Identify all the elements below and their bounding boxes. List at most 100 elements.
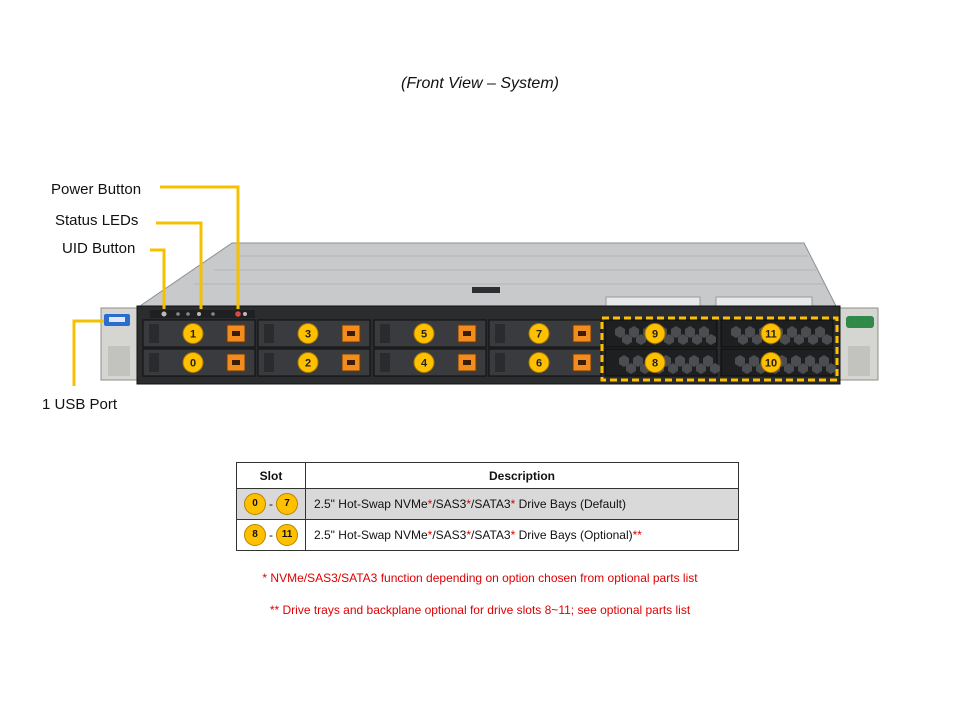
latch-grip xyxy=(232,331,240,336)
power-button-leader xyxy=(160,185,240,309)
usb-port-callout: 1 USB Port xyxy=(42,396,118,413)
vent-hole xyxy=(815,326,825,338)
status-leds-callout: Status LEDs xyxy=(55,212,139,229)
table-row: 8-11 2.5" Hot-Swap NVMe*/SAS3*/SATA3* Dr… xyxy=(236,519,739,551)
tray-handle xyxy=(149,324,159,343)
vent-hole xyxy=(671,326,681,338)
vent-hole xyxy=(615,326,625,338)
optional-bays-outline xyxy=(600,316,839,382)
vent-hole xyxy=(692,334,702,345)
usb-port-leader xyxy=(72,319,104,386)
vent-hole xyxy=(664,334,674,345)
slot-badge: 8 xyxy=(244,524,266,546)
vent-hole xyxy=(742,363,752,374)
vent-hole xyxy=(738,334,748,345)
brand-logo xyxy=(846,316,874,328)
latch-grip xyxy=(578,331,586,336)
vent-hole xyxy=(678,334,688,345)
vent-hole xyxy=(805,355,815,367)
page-title: (Front View – System) xyxy=(401,75,559,92)
description-header: Description xyxy=(305,462,739,489)
tray-handle xyxy=(264,353,274,372)
vent-hole xyxy=(619,355,629,367)
status-leds-leader xyxy=(156,221,203,309)
slot-number-label: 11 xyxy=(765,329,777,341)
vent-hole xyxy=(749,355,759,367)
footnote-1: * NVMe/SAS3/SATA3 function depending on … xyxy=(262,571,698,585)
vent-hole xyxy=(696,363,706,374)
slot-header: Slot xyxy=(236,462,306,489)
slot-number-label: 10 xyxy=(765,358,777,370)
power-button-callout: Power Button xyxy=(51,181,142,198)
vent-hole xyxy=(626,363,636,374)
vent-hole xyxy=(629,326,639,338)
uid-button-callout: UID Button xyxy=(62,240,136,257)
vent-hole xyxy=(622,334,632,345)
slot-number-badge xyxy=(760,323,782,344)
vent-hole xyxy=(682,363,692,374)
vent-hole xyxy=(668,363,678,374)
tray-handle xyxy=(380,353,390,372)
slot-badge: 0 xyxy=(244,493,266,515)
vent-hole xyxy=(685,326,695,338)
slot-badge: 7 xyxy=(276,493,298,515)
status-led xyxy=(186,312,190,316)
slot-number-badge xyxy=(413,352,435,373)
slot-number-badge xyxy=(297,323,319,344)
tray-handle xyxy=(264,324,274,343)
slot-number-badge xyxy=(182,352,204,373)
status-led xyxy=(176,312,180,316)
slot-number-badge xyxy=(760,352,782,373)
tray-handle xyxy=(495,324,505,343)
slot-number-badge xyxy=(528,323,550,344)
status-led xyxy=(197,312,201,316)
vent-hole xyxy=(798,363,808,374)
vent-hole xyxy=(784,363,794,374)
slot-number-label: 1 xyxy=(190,329,196,341)
slot-number-badge xyxy=(528,352,550,373)
description-cell: 2.5" Hot-Swap NVMe*/SAS3*/SATA3* Drive B… xyxy=(305,488,739,520)
latch-grip xyxy=(347,331,355,336)
slot-number-label: 8 xyxy=(652,358,658,370)
status-led xyxy=(211,312,215,316)
vent-hole xyxy=(699,326,709,338)
tray-handle xyxy=(149,353,159,372)
slot-number-label: 9 xyxy=(652,329,658,341)
vent-hole xyxy=(710,363,720,374)
power-button[interactable] xyxy=(235,311,241,317)
slot-number-badge xyxy=(413,323,435,344)
vent-hole xyxy=(801,326,811,338)
slot-number-label: 6 xyxy=(536,358,542,370)
slot-number-badge xyxy=(644,352,666,373)
slot-number-badge xyxy=(182,323,204,344)
slot-number-label: 7 xyxy=(536,329,542,341)
latch-grip xyxy=(347,360,355,365)
slot-number-label: 2 xyxy=(305,358,311,370)
vent-hole xyxy=(808,334,818,345)
slot-number-label: 5 xyxy=(421,329,427,341)
slot-number-badge xyxy=(644,323,666,344)
slot-number-badge xyxy=(297,352,319,373)
chassis-latch xyxy=(472,287,500,293)
uid-button[interactable] xyxy=(161,311,167,317)
slot-badge: 11 xyxy=(276,524,298,546)
slot-table: Slot Description 0-7 2.5" Hot-Swap NVMe*… xyxy=(236,462,739,551)
uid-button-leader xyxy=(150,248,166,309)
latch-grip xyxy=(463,360,471,365)
vent-hole xyxy=(703,355,713,367)
vent-hole xyxy=(636,334,646,345)
vent-hole xyxy=(787,326,797,338)
tray-handle xyxy=(495,353,505,372)
vent-hole xyxy=(745,326,755,338)
slot-number-label: 0 xyxy=(190,358,196,370)
vent-hole xyxy=(689,355,699,367)
description-cell: 2.5" Hot-Swap NVMe*/SAS3*/SATA3* Drive B… xyxy=(305,519,739,551)
vent-hole xyxy=(780,334,790,345)
footnote-2: ** Drive trays and backplane optional fo… xyxy=(269,603,691,617)
vent-hole xyxy=(675,355,685,367)
vent-hole xyxy=(731,326,741,338)
vent-hole xyxy=(633,355,643,367)
latch-grip xyxy=(463,331,471,336)
vent-hole xyxy=(752,334,762,345)
